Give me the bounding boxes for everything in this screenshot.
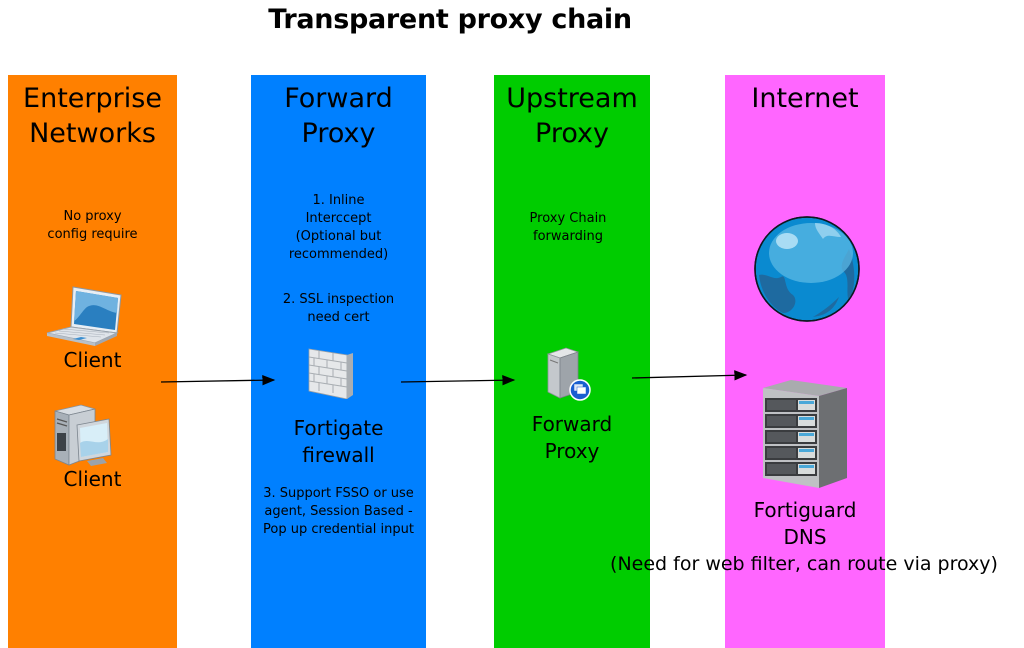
note-line: need cert — [307, 310, 370, 325]
label-line: Fortiguard — [753, 498, 857, 522]
lane-title: Upstream Proxy — [494, 81, 650, 151]
note-line: 3. Support FSSO or use — [263, 486, 414, 501]
lane-title-line: Internet — [751, 83, 859, 114]
lane-internet: Internet — [725, 75, 885, 648]
laptop-icon — [46, 286, 122, 346]
node-label-client: Client — [63, 467, 122, 491]
proxy-server-icon — [546, 347, 591, 401]
label-line: Fortigate — [293, 416, 384, 440]
lane-title: Forward Proxy — [251, 81, 426, 151]
lane-title-line: Forward — [284, 83, 393, 114]
note-line: agent, Session Based - — [264, 504, 413, 519]
label-line: firewall — [302, 443, 375, 467]
note-line: (Optional but — [295, 229, 382, 244]
fortiguard-dns-caption: (Need for web filter, can route via prox… — [610, 553, 998, 575]
lane-note-inline-intercept: 1. Inline Interccept (Optional but recom… — [251, 192, 426, 264]
lane-title-line: Enterprise — [23, 83, 162, 114]
label-line: Proxy — [544, 439, 600, 463]
lane-note-fsso: 3. Support FSSO or use agent, Session Ba… — [247, 485, 430, 539]
globe-icon — [754, 216, 860, 322]
lane-note: No proxy config require — [8, 208, 177, 244]
lane-forward-proxy: Forward Proxy 1. Inline Interccept (Opti… — [251, 75, 426, 648]
firewall-icon — [308, 348, 353, 399]
note-line: Interccept — [305, 211, 372, 226]
note-line: Proxy Chain — [529, 211, 607, 226]
note-line: config require — [47, 227, 138, 242]
label-line: DNS — [783, 525, 827, 549]
lane-title: Internet — [725, 81, 885, 116]
lane-title-line: Upstream — [506, 83, 638, 114]
note-line: 1. Inline — [312, 193, 365, 208]
lane-title-line: Proxy — [535, 118, 609, 149]
node-label-fortigate-firewall: Fortigate firewall — [251, 415, 426, 469]
lane-upstream-proxy: Upstream Proxy Proxy Chain forwarding Fo… — [494, 75, 650, 648]
diagram-title: Transparent proxy chain — [268, 4, 632, 35]
arrow-firewall-to-proxy — [400, 375, 516, 386]
arrow-client-to-firewall — [160, 375, 276, 386]
lane-title: Enterprise Networks — [8, 81, 177, 151]
note-line: recommended) — [288, 247, 389, 262]
note-line: forwarding — [533, 229, 603, 244]
note-line: No proxy — [63, 209, 122, 224]
node-label-forward-proxy: Forward Proxy — [494, 411, 650, 465]
lane-enterprise-networks: Enterprise Networks No proxy config requ… — [8, 75, 177, 648]
lane-note: Proxy Chain forwarding — [486, 210, 650, 246]
server-rack-icon — [763, 380, 847, 488]
desktop-computer-icon — [54, 404, 112, 466]
lane-title-line: Proxy — [301, 118, 376, 149]
note-line: 2. SSL inspection — [282, 292, 395, 307]
note-line: Pop up credential input — [263, 522, 414, 537]
node-label-client: Client — [63, 348, 122, 372]
label-line: Forward — [531, 412, 613, 436]
lane-note-ssl-inspection: 2. SSL inspection need cert — [251, 291, 426, 327]
lane-title-line: Networks — [29, 118, 156, 149]
node-label-fortiguard-dns: Fortiguard DNS — [725, 497, 885, 551]
arrow-proxy-to-fortiguard — [631, 370, 748, 381]
